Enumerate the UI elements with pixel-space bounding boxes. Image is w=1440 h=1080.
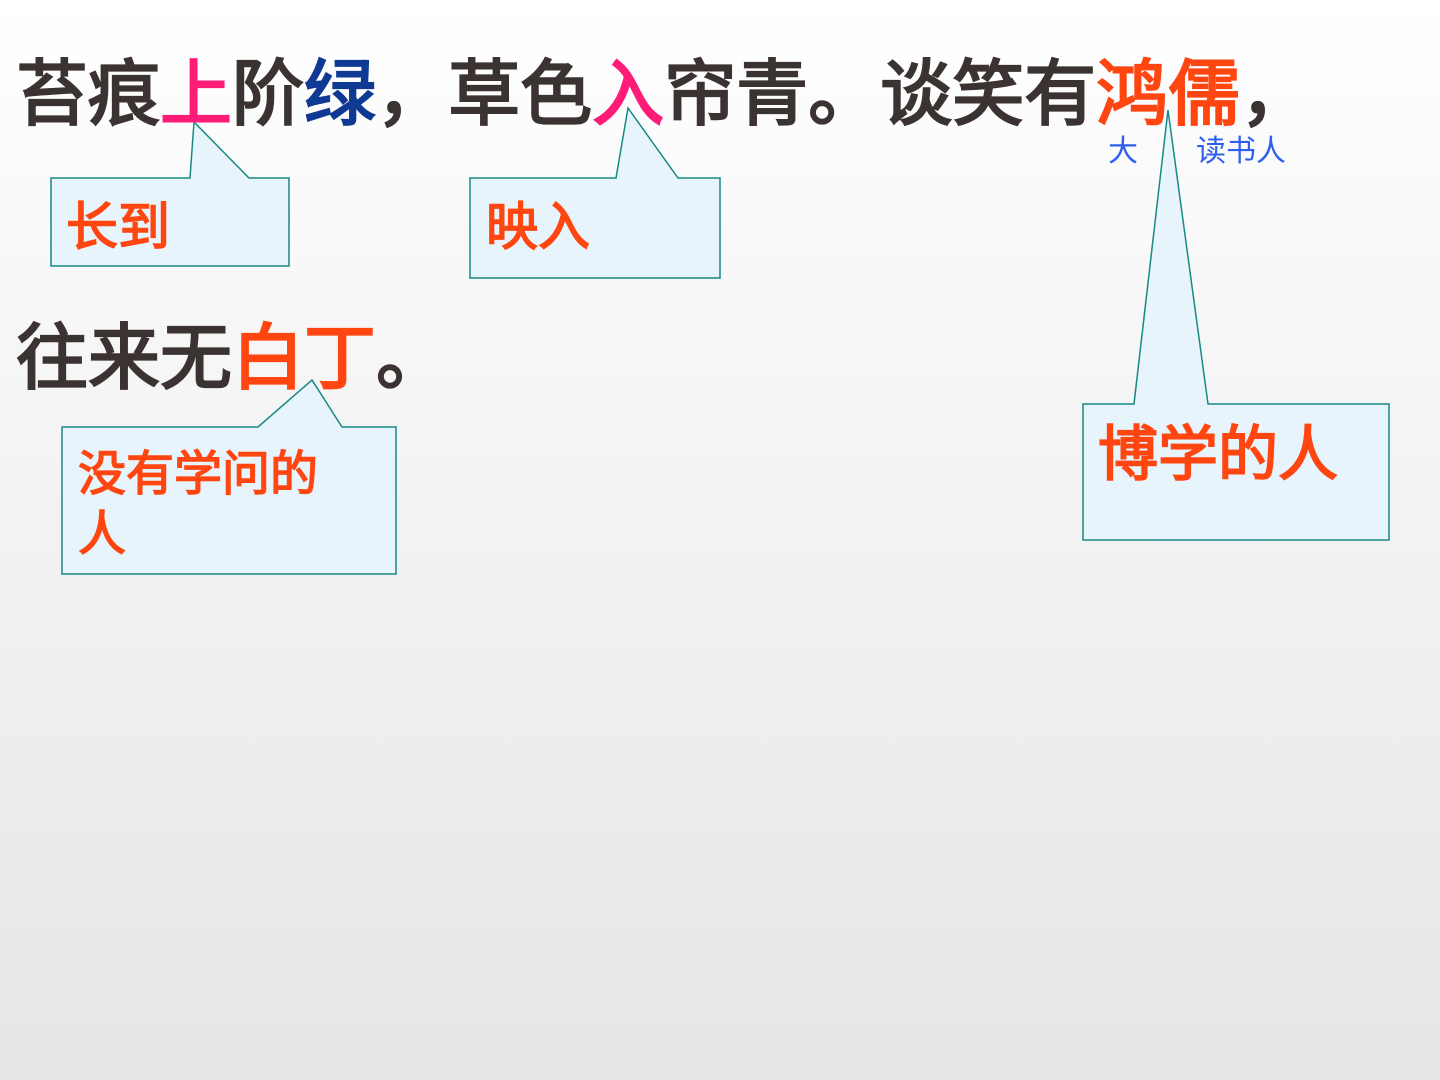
poem-line1-text: 阶: [232, 52, 305, 136]
highlight-shang: 上: [160, 52, 233, 136]
poem-line1-text: ，: [1240, 52, 1313, 136]
callout-hongru-box: [1082, 109, 1390, 541]
note-shang: 长到: [66, 198, 171, 258]
highlight-baiding: 白丁: [232, 316, 377, 400]
note-baiding-line1: 没有学问的: [78, 446, 319, 502]
poem-line1-text: 苔痕: [16, 52, 161, 136]
poem-line2-text: 。: [376, 316, 449, 400]
note-hongru: 博学的人: [1098, 420, 1338, 490]
callout-baiding-box: [61, 378, 397, 575]
poem-line1-text: ，草色: [376, 52, 593, 136]
highlight-ru: 入: [592, 52, 665, 136]
poem-line1-text: 帘青。谈笑有: [664, 52, 1097, 136]
highlight-lv: 绿: [304, 52, 377, 136]
poem-line-2: 往来无白丁。: [16, 322, 448, 394]
poem-line2-text: 往来无: [16, 316, 233, 400]
callout-shang-box: [50, 120, 290, 267]
callout-ru-box: [469, 106, 721, 279]
note-baiding-line2: 人: [78, 506, 127, 562]
gloss-hong: 大: [1108, 134, 1138, 169]
note-ru: 映入: [486, 198, 591, 258]
highlight-hongru: 鸿儒: [1096, 52, 1241, 136]
gloss-ru: 读书人: [1196, 134, 1286, 169]
note-baiding: 没有学问的 人: [78, 444, 318, 564]
poem-line-1: 苔痕上阶绿，草色入帘青。谈笑有鸿儒，: [16, 58, 1312, 130]
